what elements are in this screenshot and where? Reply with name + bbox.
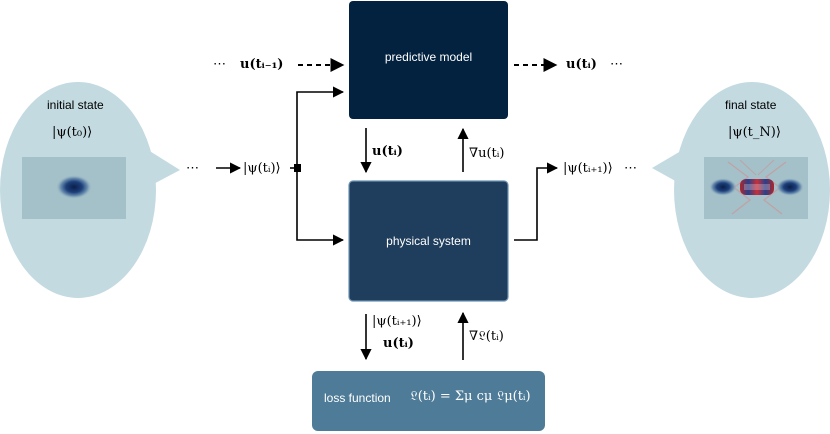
psi-to-loss-label: |ψ(tᵢ₊₁)⟩ [372,314,422,329]
loss-function-label: loss function [324,391,391,405]
predictive-model-label: predictive model [384,50,473,64]
u-prev-label: u(tᵢ₋₁) [240,57,284,72]
grad-loss-label: ∇𝔏(tᵢ) [469,329,504,344]
physical-system-box [348,180,509,302]
final-wavepacket-right [776,178,804,196]
initial-state-bubble [0,82,180,298]
physical-system-label: physical system [386,234,471,248]
initial-wavepacket [56,175,92,199]
final-state-ket: |ψ(t_N)⟩ [728,125,781,140]
u-to-loss-label: u(tᵢ) [383,336,414,351]
final-wavepacket-left [709,178,737,196]
to-predictive-model-arrow [296,86,345,168]
to-physical-system-arrow [296,168,345,246]
dots-right-top: ⋯ [610,57,623,72]
u-down-label: u(tᵢ) [372,144,403,159]
psi-in-label: |ψ(tᵢ)⟩ [243,161,281,176]
output-arrow [514,162,559,241]
dots-left-top: ⋯ [213,57,226,72]
final-interference-center [740,179,774,195]
loss-formula: 𝔏(tᵢ) = Σμ cμ 𝔏μ(tᵢ) [410,389,531,404]
predictive-model-box [349,1,508,119]
dots-right-mid: ⋯ [624,161,637,176]
psi-out-label: |ψ(tᵢ₊₁)⟩ [563,161,613,176]
initial-state-ket: |ψ(t₀)⟩ [52,125,93,140]
final-state-bubble [652,82,830,298]
u-next-label: u(tᵢ) [566,57,597,72]
final-state-title: final state [725,98,777,112]
initial-state-title: initial state [47,98,104,112]
dots-left-mid: ⋯ [186,161,199,176]
grad-u-label: ∇u(tᵢ) [469,146,505,161]
loss-function-box [312,371,545,431]
